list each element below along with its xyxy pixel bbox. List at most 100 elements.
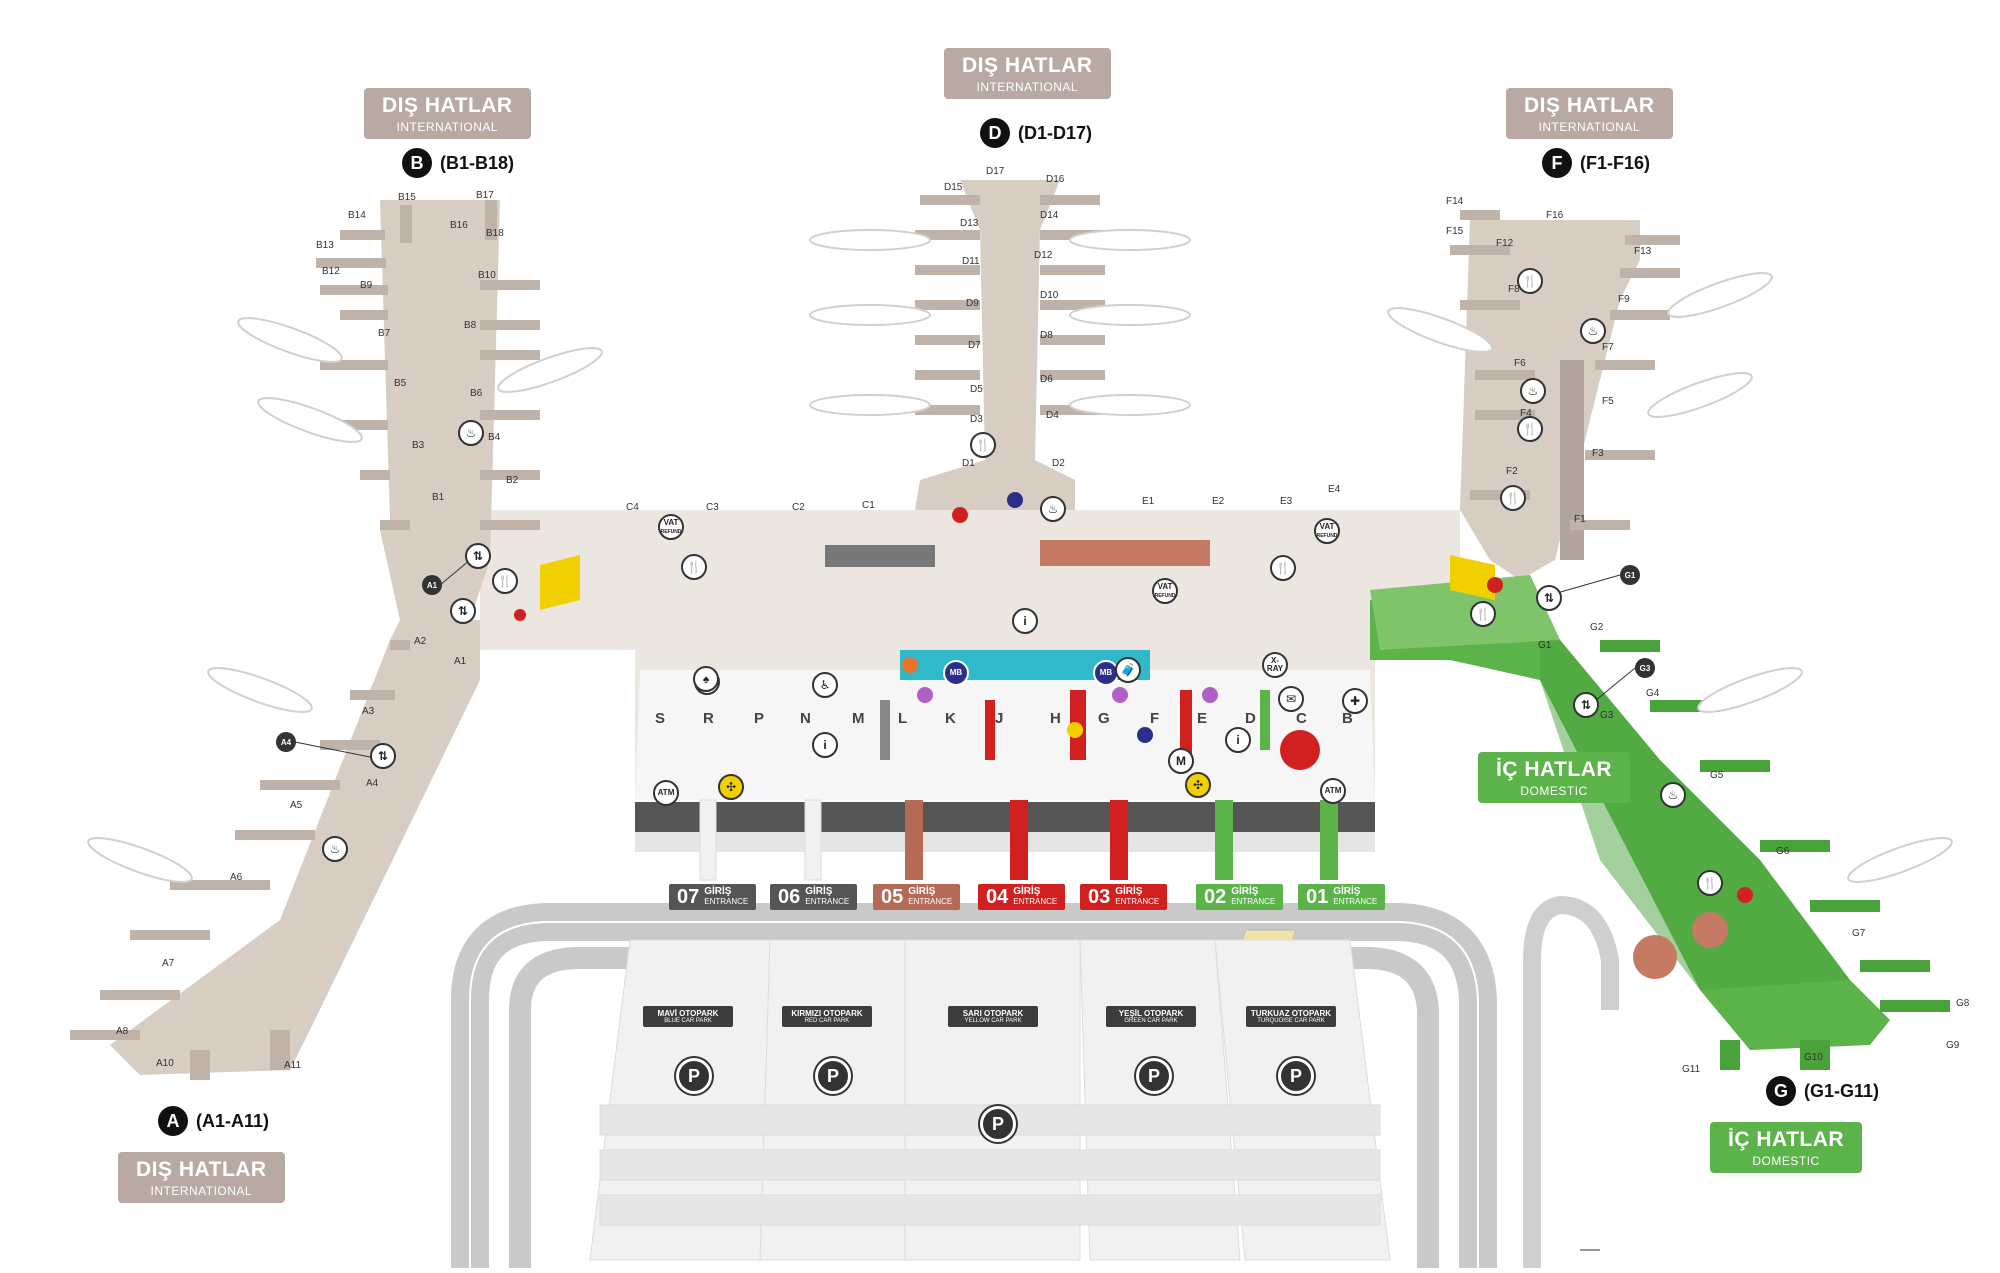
checkin-counter: K — [945, 710, 956, 727]
gate-label: D5 — [970, 384, 983, 395]
entrance-giris: GİRİŞ — [1231, 886, 1259, 897]
region-title: DIŞ HATLAR — [1524, 94, 1655, 117]
gate-label: G2 — [1590, 622, 1604, 633]
pier-label-b: B (B1-B18) — [402, 148, 514, 178]
gate-label: C4 — [626, 502, 639, 513]
atm-icon: ATM — [1320, 778, 1346, 804]
vat-label: VAT — [1319, 521, 1335, 531]
gate-label: G6 — [1776, 846, 1790, 857]
gate-label: D11 — [962, 256, 980, 267]
restaurant-icon: 🍴 — [1500, 485, 1526, 511]
gate-label: G5 — [1710, 770, 1724, 781]
mb-label: MB — [949, 668, 963, 677]
vat-sub-label: REFUND — [1316, 532, 1338, 539]
info-label: i — [1236, 733, 1240, 747]
gate-label: B14 — [348, 210, 366, 221]
region-badge-a: DIŞ HATLAR INTERNATIONAL — [118, 1152, 285, 1203]
parking-icon[interactable]: P — [980, 1106, 1016, 1142]
region-subtitle: INTERNATIONAL — [150, 1184, 253, 1198]
car-park-label-turquoise: TURKUAZ OTOPARK TURQUOISE CAR PARK — [1246, 1006, 1336, 1027]
ramp-road — [1523, 895, 1619, 1268]
checkin-counter: M — [852, 710, 865, 727]
gate-stands-d — [915, 195, 1105, 415]
car-park-blocks — [589, 939, 1391, 1261]
info-label: i — [1023, 614, 1027, 628]
parking-icon[interactable]: P — [815, 1058, 851, 1094]
gate-label: B18 — [486, 228, 504, 239]
gate-label: F2 — [1506, 466, 1518, 477]
gate-marker-g1: G1 — [1620, 565, 1640, 585]
gate-label: A7 — [162, 958, 175, 969]
pier-letter: F — [1542, 148, 1572, 178]
parking-icon[interactable]: P — [1136, 1058, 1172, 1094]
car-park-label-blue: MAVİ OTOPARK BLUE CAR PARK — [643, 1006, 733, 1027]
gate-label: B7 — [378, 328, 391, 339]
pier-label-a: A (A1-A11) — [158, 1106, 269, 1136]
car-park-name: MAVİ OTOPARK — [657, 1009, 719, 1018]
gate-label: F3 — [1592, 448, 1604, 459]
medical-icon: ✚ — [1342, 688, 1368, 714]
gate-label: B17 — [476, 190, 494, 201]
entrance-label: ENTRANCE — [704, 897, 749, 906]
gate-label: A3 — [362, 706, 375, 717]
entrance-giris: GİRİŞ — [1333, 886, 1361, 897]
region-subtitle: INTERNATIONAL — [396, 120, 499, 134]
smoking-area-icon: ♠ — [693, 666, 719, 692]
baggage-icon: 🧳 — [1115, 657, 1141, 683]
gate-label: D7 — [968, 340, 981, 351]
entrance-label: ENTRANCE — [1231, 897, 1276, 906]
special-assistance-icon — [1280, 730, 1320, 770]
checkin-counter: B — [1342, 710, 1353, 727]
car-park-sub: TURQUOISE CAR PARK — [1257, 1018, 1325, 1024]
information-icon: i — [812, 732, 838, 758]
gate-label: D1 — [962, 458, 975, 469]
lounge-icon: ♨ — [1520, 378, 1546, 404]
atm-label: ATM — [1324, 786, 1342, 795]
gate-label: F15 — [1446, 226, 1464, 237]
region-subtitle: DOMESTIC — [1520, 784, 1588, 798]
baby-care-icon: ♿ — [812, 672, 838, 698]
gate-label: G11 — [1682, 1064, 1701, 1075]
gate-label: B4 — [488, 432, 501, 443]
parking-icon[interactable]: P — [1278, 1058, 1314, 1094]
gate-label: F4 — [1520, 408, 1532, 419]
gate-label: D8 — [1040, 330, 1053, 341]
gate-label: D17 — [986, 166, 1005, 177]
car-park-label-red: KIRMIZI OTOPARK RED CAR PARK — [782, 1006, 872, 1027]
pier-range: (F1-F16) — [1580, 152, 1651, 173]
region-title: İÇ HATLAR — [1496, 758, 1613, 781]
restaurant-icon: 🍴 — [970, 432, 996, 458]
restaurant-icon: 🍴 — [492, 568, 518, 594]
entrance-giris: GİRİŞ — [1115, 886, 1143, 897]
xray-icon: X-RAY — [1262, 652, 1288, 678]
region-subtitle: INTERNATIONAL — [1538, 120, 1641, 134]
checkin-counter: D — [1245, 710, 1256, 727]
vat-sub-label: REFUND — [1154, 592, 1176, 599]
region-badge-domestic: İÇ HATLAR DOMESTIC — [1478, 752, 1631, 803]
parking-icon[interactable]: P — [676, 1058, 712, 1094]
car-park-sub: BLUE CAR PARK — [664, 1018, 712, 1024]
airline-logo-right — [1633, 935, 1677, 979]
gate-label: B13 — [316, 240, 334, 251]
entrance-number: 01 — [1306, 885, 1329, 908]
pier-label-g: G (G1-G11) — [1766, 1076, 1879, 1106]
elevator-icon: ⇅ — [465, 543, 491, 569]
pier-d — [915, 180, 1075, 510]
elevator-icon: ⇅ — [1536, 585, 1562, 611]
gate-label: A4 — [366, 778, 379, 789]
region-subtitle: INTERNATIONAL — [976, 80, 1079, 94]
region-title: İÇ HATLAR — [1728, 1128, 1845, 1151]
elevator-icon: ⇅ — [370, 743, 396, 769]
gate-label: G1 — [1538, 640, 1552, 651]
gate-label: A11 — [284, 1060, 302, 1071]
region-title: DIŞ HATLAR — [962, 54, 1093, 77]
